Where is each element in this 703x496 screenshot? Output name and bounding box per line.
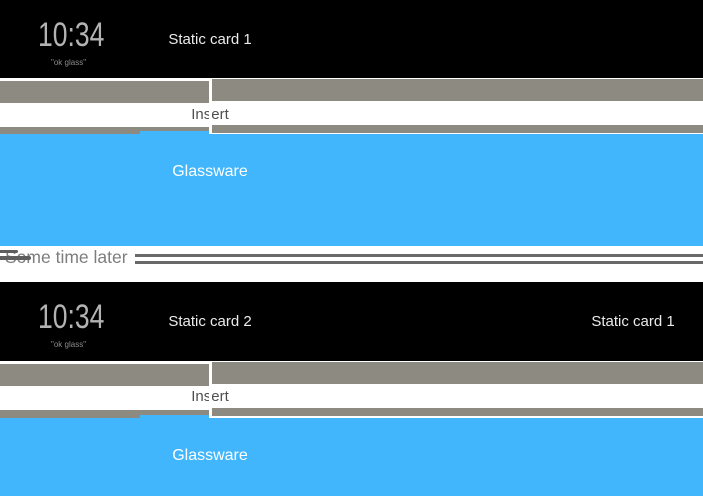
glassware-card-2: Glassware — [0, 418, 703, 496]
glassware-insert-tab-2 — [140, 415, 209, 418]
glassware-label-1: Glassware — [172, 163, 248, 180]
timeline2-strip-lower-right — [212, 408, 703, 416]
timeline-card-seam-1 — [209, 79, 212, 134]
timeline2-strip-lower-left — [0, 410, 209, 418]
timeline-strip-lower-left — [0, 127, 209, 134]
timeline2-strip-upper-right — [212, 362, 703, 384]
static-card-1-label: Static card 1 — [168, 30, 252, 48]
break-mark-top — [0, 250, 18, 253]
break-mark-bottom — [0, 256, 31, 260]
ok-glass-hotword: "ok glass" — [51, 58, 87, 67]
timeline-strip-upper-left — [0, 81, 209, 103]
timeline2-strip-upper-left — [0, 364, 209, 386]
timeline-strip-upper-right — [212, 79, 703, 101]
clock-time: 10:34 — [38, 16, 105, 54]
ok-glass-hotword-2: "ok glass" — [51, 340, 87, 349]
timeline-card-seam-2 — [209, 361, 212, 418]
glassware-card-1: Glassware — [0, 134, 703, 246]
break-line-bottom — [135, 261, 703, 264]
timeline-row-1: 10:34 "ok glass" Static card 1 — [0, 0, 703, 78]
static-card-2-label: Static card 2 — [168, 313, 252, 330]
clock-time-2: 10:34 — [38, 298, 105, 336]
glassware-label-2: Glassware — [172, 447, 248, 464]
time-break-label: Some time later — [5, 247, 128, 267]
timeline-row-2: 10:34 "ok glass" Static card 2 Static ca… — [0, 282, 703, 361]
timeline-strip-lower-right — [212, 125, 703, 133]
break-line-top — [135, 254, 703, 257]
static-card-1-label-shifted: Static card 1 — [591, 313, 675, 330]
glassware-insert-tab-1 — [140, 131, 209, 134]
